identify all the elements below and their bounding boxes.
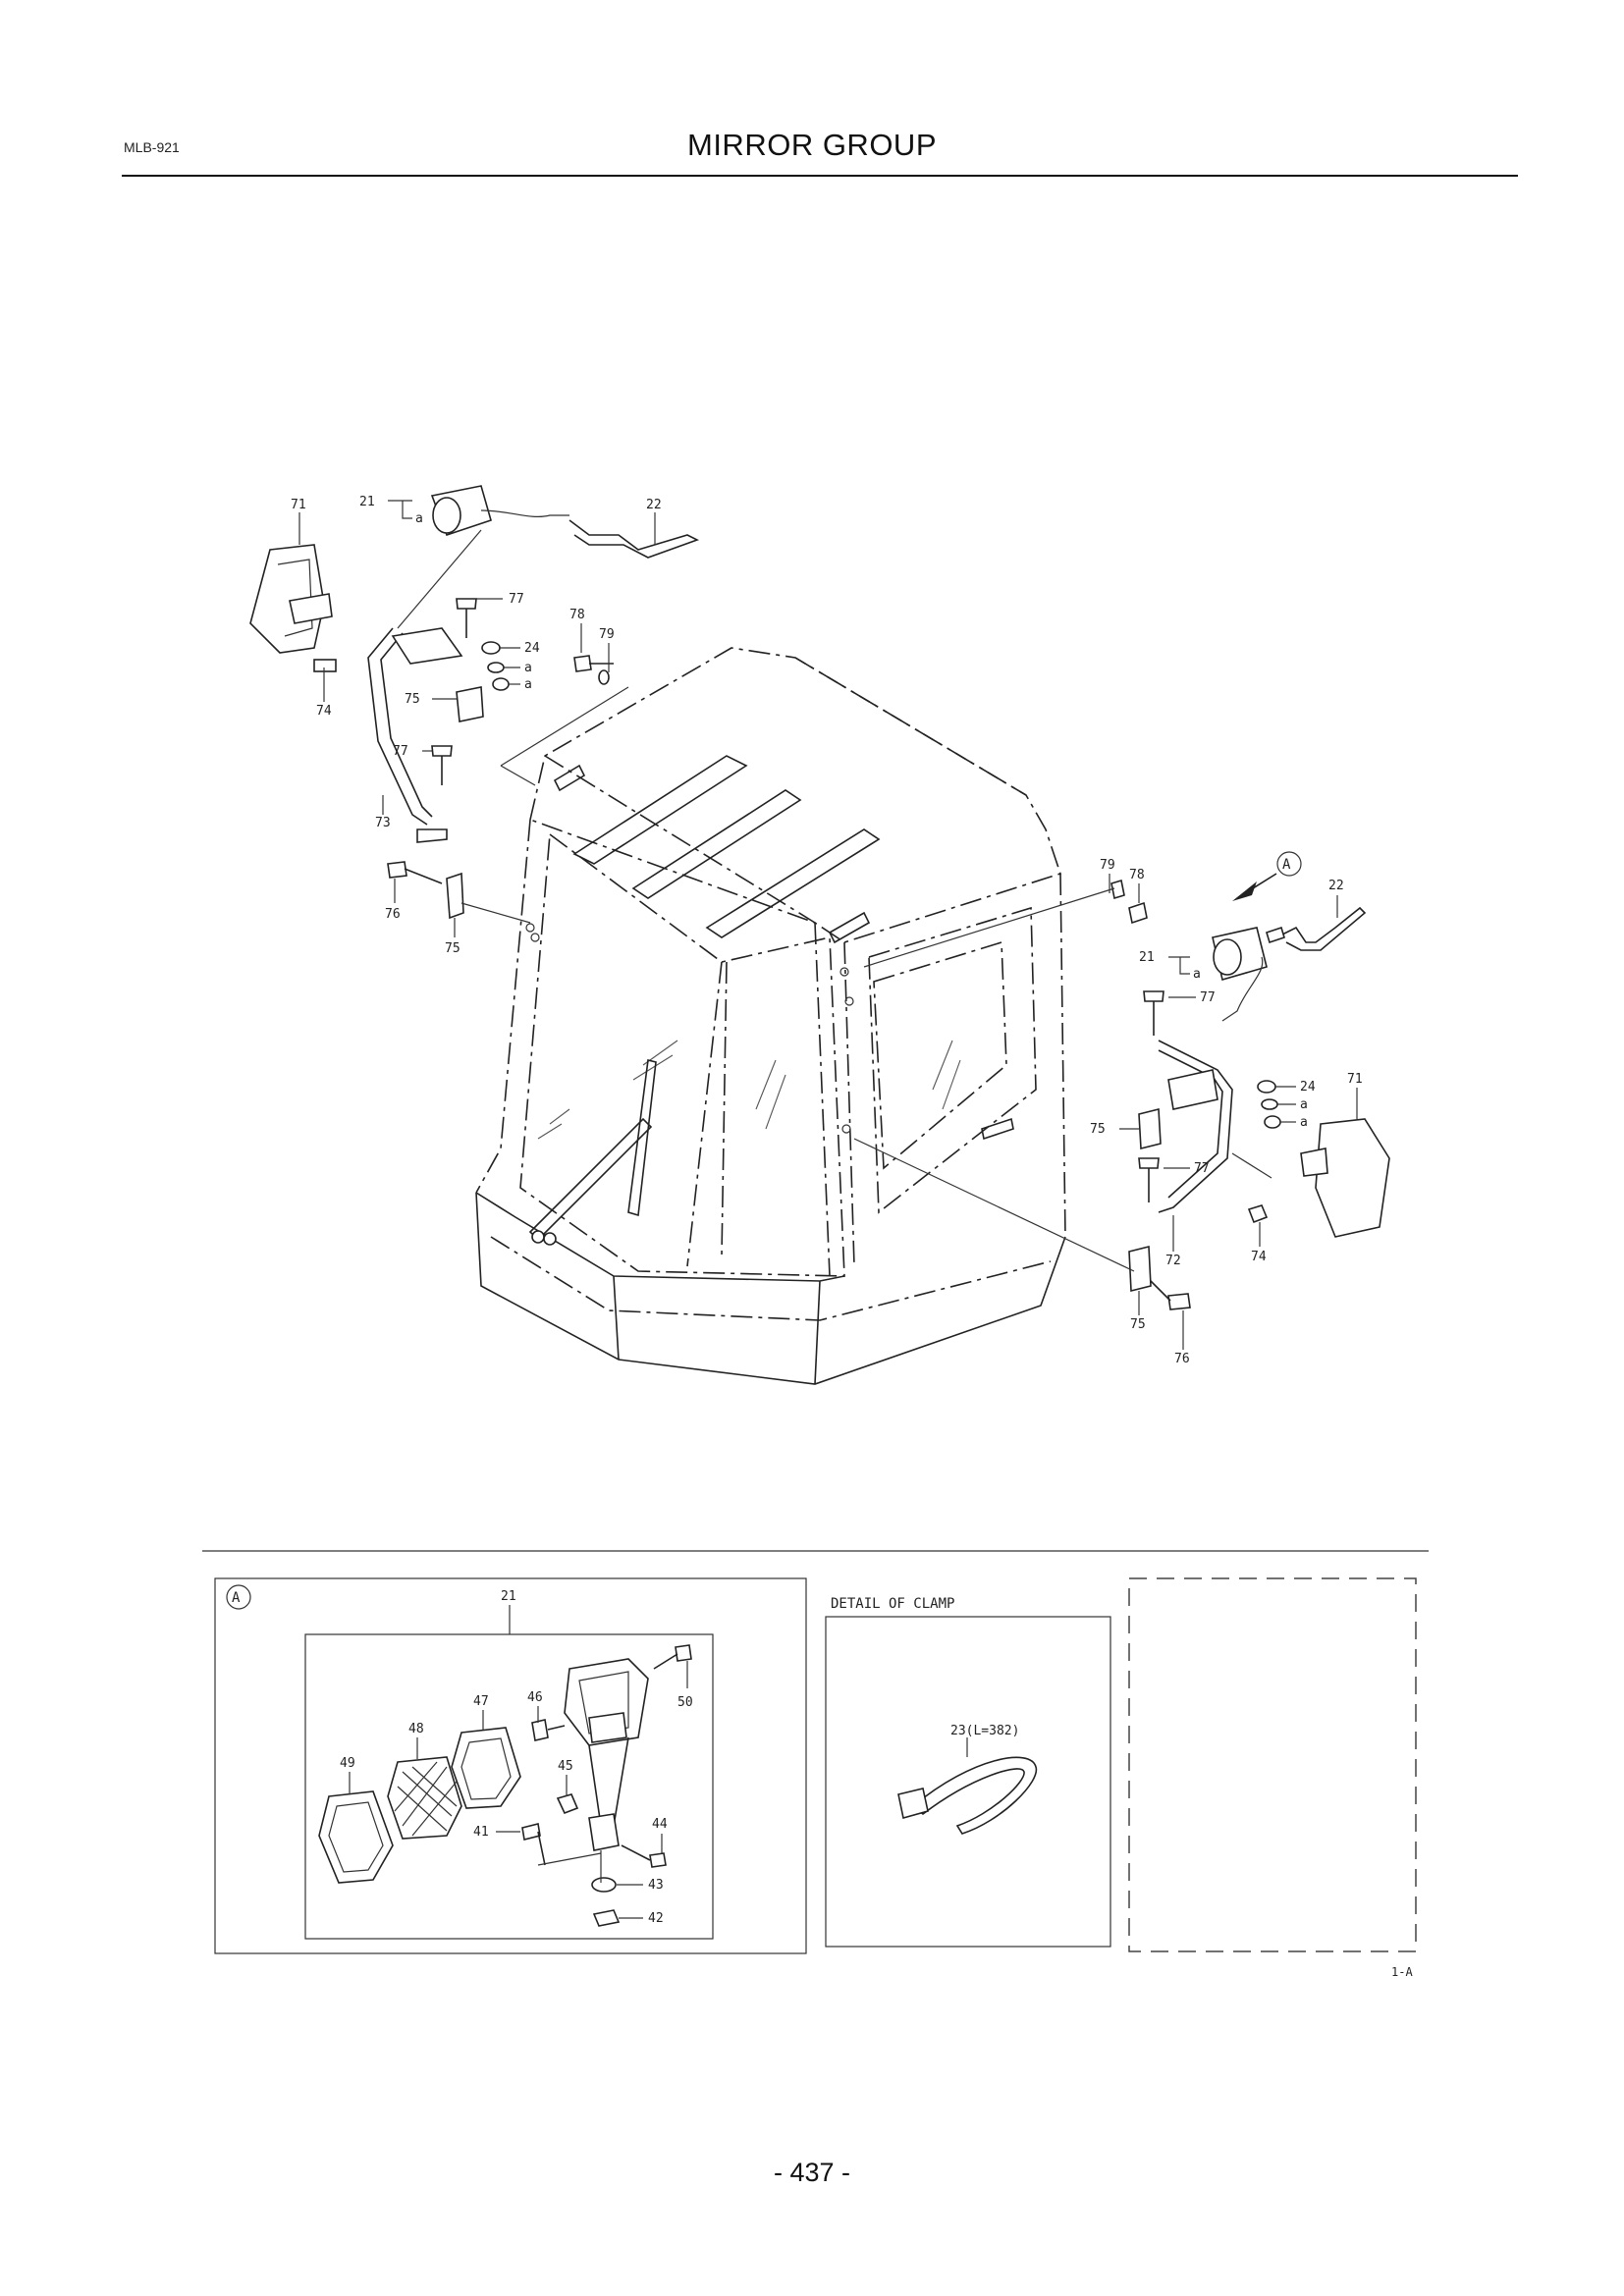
detail-callout-49: 49 <box>340 1756 355 1771</box>
callout-24-left: 24 <box>524 641 540 656</box>
detail-clamp-panel: DETAIL OF CLAMP 23(L=382) <box>825 1596 1111 1948</box>
callout-75-right-bottom: 75 <box>1130 1317 1146 1332</box>
callout-78-left: 78 <box>569 608 585 622</box>
callout-76-left: 76 <box>385 907 401 922</box>
detail-callout-47: 47 <box>473 1694 489 1709</box>
callout-71-left: 71 <box>291 498 306 512</box>
cab-body-drawing <box>475 647 1066 1385</box>
callout-a-right-2: a <box>1300 1097 1308 1112</box>
callout-78-right: 78 <box>1129 868 1145 882</box>
callout-21-right: 21 <box>1139 950 1155 965</box>
callout-a-right-3: a <box>1300 1115 1308 1130</box>
callout-77-left-top: 77 <box>509 592 524 607</box>
page-title: MIRROR GROUP <box>687 128 937 162</box>
mirror-head <box>249 544 325 654</box>
callout-79-left: 79 <box>599 627 615 642</box>
callout-24-right: 24 <box>1300 1080 1316 1095</box>
detail-callout-41: 41 <box>473 1825 489 1840</box>
detail-A-panel: A 21 <box>214 1577 807 1954</box>
callout-leaders <box>298 500 1358 1350</box>
callout-76-right: 76 <box>1174 1352 1190 1366</box>
detail-callout-44: 44 <box>652 1817 668 1832</box>
callout-79-right: 79 <box>1100 858 1115 873</box>
detail-callout-50: 50 <box>677 1695 693 1710</box>
callout-21-left: 21 <box>359 495 375 509</box>
header-rule <box>122 175 1518 177</box>
page-number: - 437 - <box>773 2158 851 2187</box>
left-mirror-assembly <box>249 485 700 924</box>
clamp-part-label: 23(L=382) <box>950 1724 1019 1738</box>
callout-22-right: 22 <box>1328 879 1344 893</box>
callout-ref-A: A <box>1282 857 1291 873</box>
callout-74-right: 74 <box>1251 1250 1267 1264</box>
callout-77-right-top: 77 <box>1200 990 1216 1005</box>
callout-75-right-top: 75 <box>1090 1122 1106 1137</box>
figure-code: 1-A <box>1391 1965 1413 1979</box>
callout-75-left-bottom: 75 <box>445 941 460 956</box>
detail-callout-43: 43 <box>648 1878 664 1893</box>
callout-a-left-3: a <box>524 677 532 692</box>
detail-callout-42: 42 <box>648 1911 664 1926</box>
callout-77-right-mid: 77 <box>1194 1161 1210 1176</box>
clamp-heading: DETAIL OF CLAMP <box>831 1596 954 1612</box>
callout-72: 72 <box>1165 1254 1181 1268</box>
detail-callout-21: 21 <box>501 1589 516 1604</box>
document-code: MLB-921 <box>124 139 180 155</box>
detail-callout-45: 45 <box>558 1759 573 1774</box>
detail-A-marker: A <box>232 1590 241 1606</box>
detail-callout-46: 46 <box>527 1690 543 1705</box>
empty-dashed-panel <box>1128 1577 1417 1952</box>
callout-a-left-2: a <box>524 661 532 675</box>
callout-a-left: a <box>415 511 423 526</box>
callout-73: 73 <box>375 816 391 830</box>
callout-75-left-top: 75 <box>405 692 420 707</box>
callout-71-right: 71 <box>1347 1072 1363 1087</box>
callout-77-left-mid: 77 <box>393 744 408 759</box>
detail-callout-48: 48 <box>408 1722 424 1736</box>
callout-labels: 71 21 a 22 77 78 79 24 a a 74 75 77 73 7… <box>291 495 1363 1366</box>
callout-a-right: a <box>1193 967 1201 982</box>
callout-74-left: 74 <box>316 704 332 719</box>
right-mirror-assembly <box>853 873 1390 1310</box>
callout-22-left: 22 <box>646 498 662 512</box>
